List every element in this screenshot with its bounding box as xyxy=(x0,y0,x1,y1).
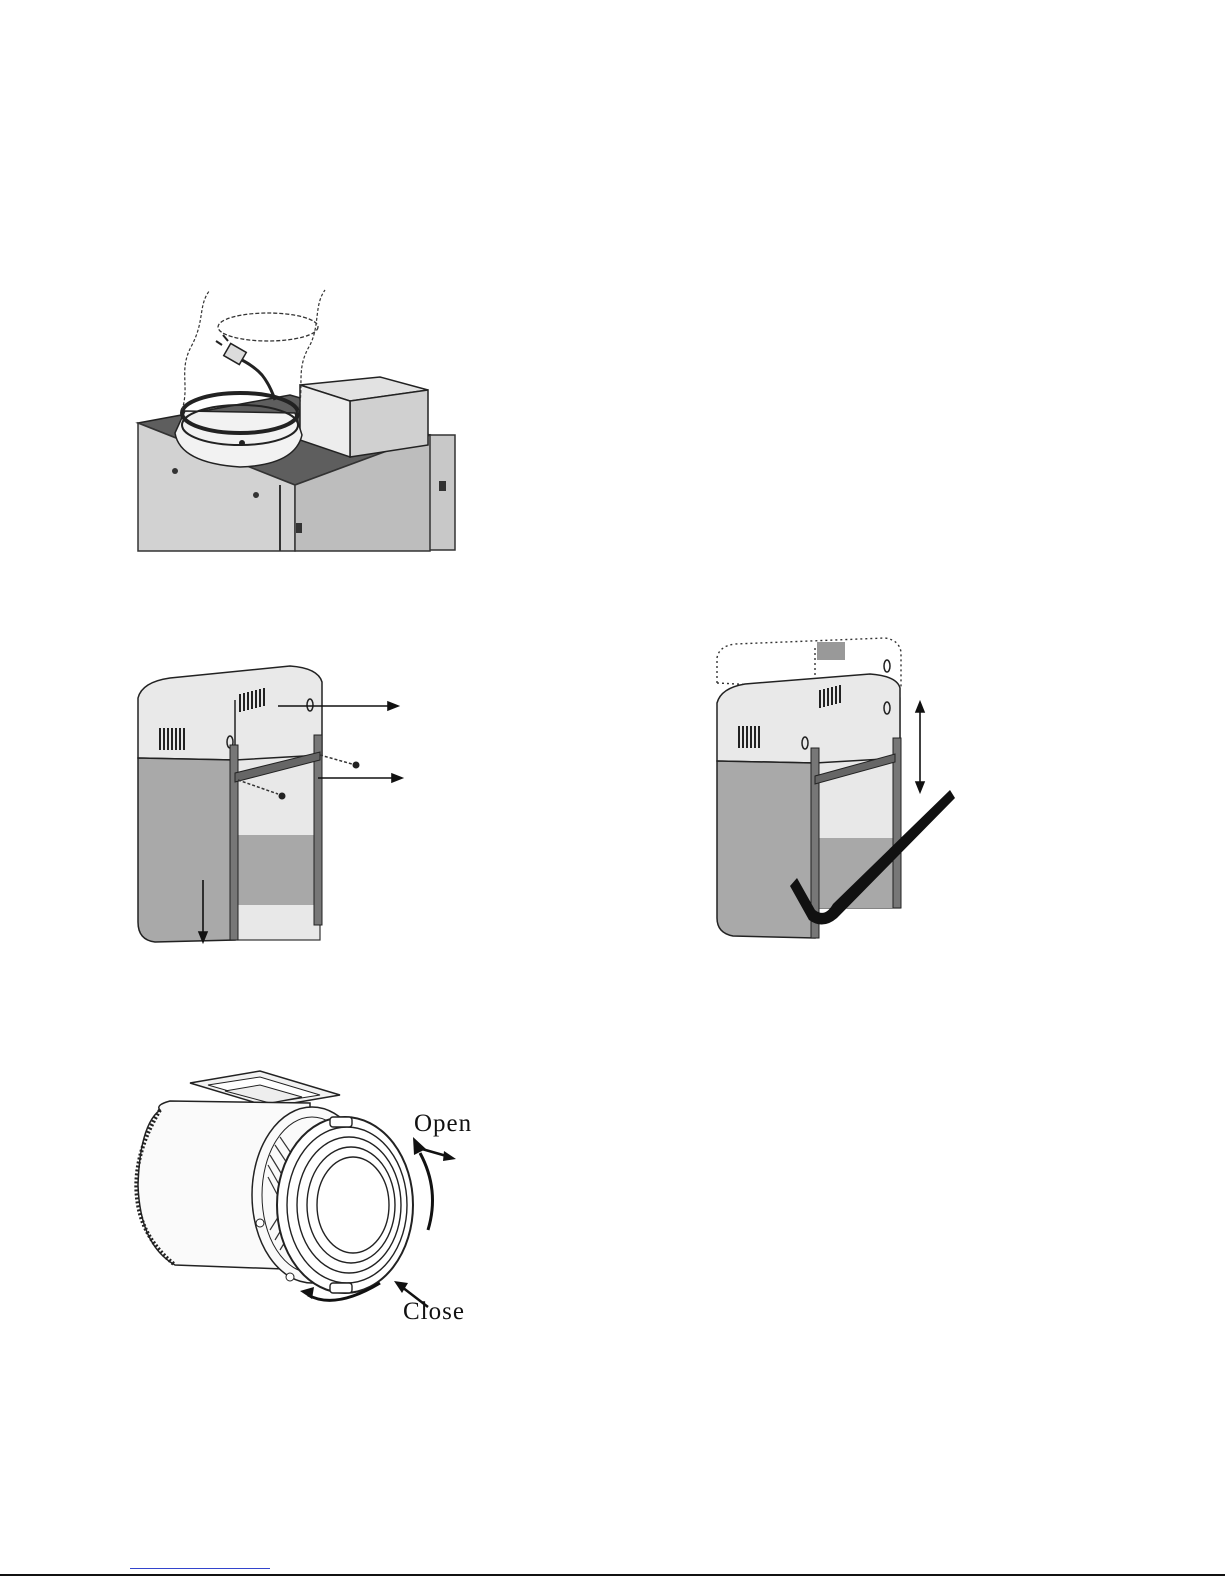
chimney-adjust-figure xyxy=(705,628,965,943)
blower-valve-figure xyxy=(130,1065,470,1335)
footer-rule xyxy=(0,1574,1225,1576)
open-label: Open xyxy=(414,1110,472,1138)
footer-link-underline xyxy=(130,1568,270,1569)
close-label: Close xyxy=(403,1298,465,1326)
chimney-bracket-figure xyxy=(130,660,420,955)
duct-connection-figure xyxy=(130,285,460,560)
